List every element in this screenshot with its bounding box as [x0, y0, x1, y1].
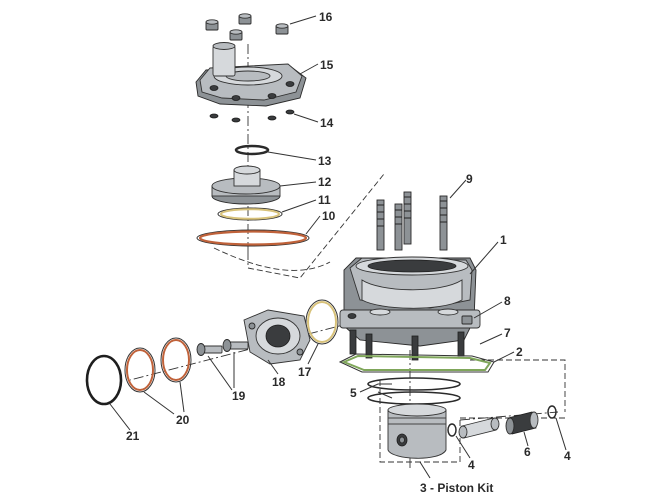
leader-lines — [109, 15, 567, 479]
part-18-exhaust-flange — [243, 309, 311, 365]
part-1-cylinder — [339, 256, 481, 361]
label-1: 1 — [500, 233, 507, 247]
part-17-exhaust-o-ring — [305, 299, 339, 345]
piston-pin — [458, 417, 500, 439]
label-11: 11 — [318, 193, 331, 207]
label-4-right: 4 — [564, 449, 571, 463]
part-4-circlips — [447, 405, 557, 437]
label-14: 14 — [320, 116, 334, 130]
label-3-piston-kit: 3 - Piston Kit — [420, 481, 493, 495]
part-12-head-insert — [211, 165, 281, 205]
part-20-exhaust-rings — [124, 337, 192, 393]
label-20: 20 — [176, 413, 190, 427]
label-4-left: 4 — [468, 458, 475, 472]
part-8-nut — [461, 315, 473, 325]
part-21-exhaust-ring — [85, 354, 123, 406]
label-5: 5 — [350, 386, 357, 400]
part-10-head-o-ring — [196, 229, 310, 247]
part-16-head-nuts — [205, 13, 289, 41]
label-17: 17 — [298, 365, 312, 379]
label-2: 2 — [516, 345, 523, 359]
part-13-o-ring — [234, 144, 270, 156]
part-14-washers — [209, 109, 295, 123]
part-9-studs — [376, 191, 448, 251]
label-18: 18 — [272, 375, 286, 389]
label-7: 7 — [504, 326, 511, 340]
label-8: 8 — [504, 294, 511, 308]
label-15: 15 — [320, 58, 334, 72]
part-3-piston — [387, 403, 447, 459]
part-11-seal-ring — [217, 207, 283, 221]
part-6-needle-bearing — [505, 411, 539, 435]
label-16: 16 — [319, 10, 333, 24]
label-12: 12 — [318, 175, 332, 189]
part-15-cylinder-head — [195, 42, 307, 107]
label-19: 19 — [232, 389, 246, 403]
alignment-lines — [129, 44, 566, 470]
label-21: 21 — [126, 429, 140, 443]
part-5-piston-rings — [367, 377, 461, 405]
part-19-bolts — [196, 339, 249, 356]
label-13: 13 — [318, 154, 332, 168]
part-2-base-gasket — [338, 353, 495, 373]
label-6: 6 — [524, 445, 531, 459]
callout-labels: 16 15 14 13 12 11 10 9 1 8 7 2 5 4 6 4 3… — [126, 10, 571, 495]
label-9: 9 — [466, 172, 473, 186]
label-10: 10 — [322, 209, 336, 223]
